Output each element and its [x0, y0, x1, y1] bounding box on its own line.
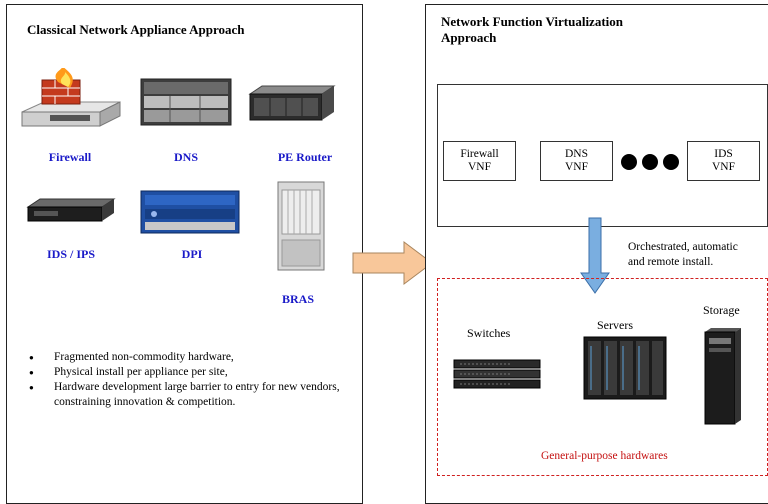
pe-router-icon — [248, 85, 336, 121]
classical-approach-title: Classical Network Appliance Approach — [27, 22, 245, 37]
ids-vnf: IDS VNF — [687, 141, 760, 181]
hardware-label-switches: Switches — [467, 326, 511, 340]
nfv-approach-title: Network Function Virtualization Approach — [441, 14, 623, 46]
hardware-label-storage: Storage — [703, 303, 740, 317]
vnf-name: IDS — [714, 148, 733, 160]
vnf-name: Firewall — [460, 148, 499, 160]
vnf-name: DNS — [564, 148, 588, 160]
servers-icon — [583, 336, 667, 400]
orchestration-note: Orchestrated, automatic and remote insta… — [628, 240, 738, 270]
transition-arrow — [352, 241, 433, 285]
classical-drawbacks-list: Fragmented non-commodity hardware, Physi… — [27, 350, 345, 410]
deploy-down-arrow — [580, 217, 610, 294]
nfv-title-line-1: Network Function Virtualization — [441, 14, 623, 29]
bullet-item: Fragmented non-commodity hardware, — [27, 350, 345, 365]
dns-vnf: DNS VNF — [540, 141, 613, 181]
hardware-label-servers: Servers — [597, 318, 633, 332]
device-label-dns: DNS — [173, 150, 198, 164]
device-label-ids-ips: IDS / IPS — [46, 247, 96, 261]
vnf-type: VNF — [467, 161, 491, 173]
vnf-type: VNF — [711, 161, 735, 173]
switches-icon — [453, 359, 541, 389]
ellipsis-dots — [621, 154, 679, 170]
firewall-vnf: Firewall VNF — [443, 141, 516, 181]
firewall-appliance-icon — [21, 68, 121, 127]
nfv-title-line-2: Approach — [441, 30, 497, 45]
orchestration-line-2: and remote install. — [628, 256, 714, 268]
device-label-bras: BRAS — [281, 292, 314, 306]
dns-server-icon — [140, 78, 232, 126]
vnf-type: VNF — [564, 161, 588, 173]
orchestration-line-1: Orchestrated, automatic — [628, 241, 738, 253]
device-label-dpi: DPI — [181, 247, 203, 261]
ids-ips-appliance-icon — [26, 198, 116, 222]
bras-chassis-icon — [277, 181, 325, 271]
hardware-caption: General-purpose hardwares — [541, 450, 668, 462]
device-label-firewall: Firewall — [48, 150, 92, 164]
bullet-item: Hardware development large barrier to en… — [27, 380, 345, 410]
dpi-appliance-icon — [140, 190, 240, 234]
bullet-item: Physical install per appliance per site, — [27, 365, 345, 380]
device-label-pe-router: PE Router — [277, 150, 333, 164]
storage-icon — [704, 328, 741, 425]
